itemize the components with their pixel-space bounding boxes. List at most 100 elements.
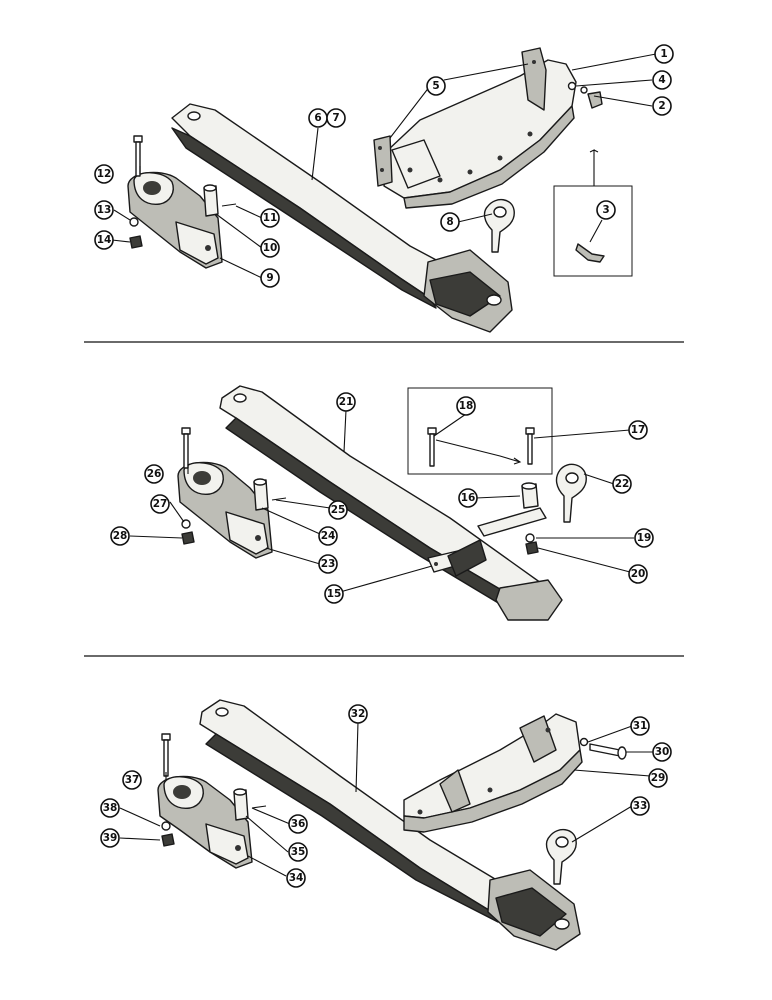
swivel-clamp-34 (157, 775, 253, 869)
svg-text:39: 39 (103, 832, 118, 844)
svg-text:5: 5 (432, 80, 439, 92)
svg-text:30: 30 (655, 746, 670, 758)
callout-34: 34 (286, 868, 306, 888)
support-bracket-1 (373, 47, 577, 209)
callout-4: 4 (652, 70, 672, 90)
callout-6: 6 (308, 108, 328, 128)
callout-11: 11 (260, 208, 280, 228)
section-2 (177, 385, 587, 621)
pin-10 (203, 184, 219, 217)
svg-text:6: 6 (314, 112, 321, 124)
callout-37: 37 (122, 770, 142, 790)
callout-2: 2 (652, 96, 672, 116)
callout-35: 35 (288, 842, 308, 862)
svg-text:26: 26 (147, 468, 162, 480)
bolt-17 (525, 427, 535, 465)
crossbar-plate-2 (427, 507, 547, 577)
svg-text:35: 35 (291, 846, 306, 858)
svg-text:20: 20 (631, 568, 646, 580)
swivel-clamp-23 (177, 461, 273, 559)
nut-20 (525, 541, 539, 555)
svg-text:22: 22 (615, 478, 630, 490)
callout-28: 28 (110, 526, 130, 546)
callout-9: 9 (260, 268, 280, 288)
callout-24: 24 (318, 526, 338, 546)
svg-text:37: 37 (125, 774, 140, 786)
drawbar-3 (199, 699, 581, 951)
callout-39: 39 (100, 828, 120, 848)
callout-16: 16 (458, 488, 478, 508)
svg-text:8: 8 (446, 216, 453, 228)
callout-8: 8 (440, 212, 460, 232)
callout-19: 19 (634, 528, 654, 548)
callout-15: 15 (324, 584, 344, 604)
svg-text:4: 4 (658, 74, 665, 86)
callout-20: 20 (628, 564, 648, 584)
callout-1: 1 (654, 44, 674, 64)
inset-box-part-3 (553, 149, 633, 277)
lockwasher-38 (161, 821, 171, 831)
hitch-pin-8 (483, 199, 515, 253)
svg-text:19: 19 (637, 532, 652, 544)
svg-text:33: 33 (633, 800, 648, 812)
section-1 (127, 47, 633, 333)
callout-14: 14 (94, 230, 114, 250)
callout-12: 12 (94, 164, 114, 184)
callout-33: 33 (630, 796, 650, 816)
callout-22: 22 (612, 474, 632, 494)
svg-text:9: 9 (266, 272, 273, 284)
callout-32: 32 (348, 704, 368, 724)
pin-35 (233, 788, 249, 821)
svg-text:36: 36 (291, 818, 306, 830)
callout-10: 10 (260, 238, 280, 258)
drawbar-2 (219, 385, 563, 621)
nut-14 (129, 235, 143, 249)
nut-39 (161, 833, 175, 847)
pin-24 (253, 478, 269, 511)
bolt-26 (181, 427, 191, 469)
support-bracket-3 (403, 713, 583, 833)
section-3 (157, 699, 627, 951)
callout-26: 26 (144, 464, 164, 484)
hitch-pin-33 (545, 829, 577, 885)
svg-text:11: 11 (263, 212, 278, 224)
callout-23: 23 (318, 554, 338, 574)
svg-text:25: 25 (331, 504, 346, 516)
bolt-washer-set-1 (567, 81, 603, 109)
inset-box-part-18 (407, 387, 553, 475)
svg-text:10: 10 (263, 242, 278, 254)
svg-text:29: 29 (651, 772, 666, 784)
svg-text:27: 27 (153, 498, 168, 510)
pin-16 (521, 482, 539, 509)
svg-text:32: 32 (351, 708, 366, 720)
svg-text:16: 16 (461, 492, 476, 504)
callout-38: 38 (100, 798, 120, 818)
svg-text:18: 18 (459, 400, 474, 412)
svg-text:14: 14 (97, 234, 112, 246)
cotter-pin-11 (221, 203, 237, 207)
cotter-pin-36 (251, 805, 267, 809)
callouts: 1 2 3 4 5 6 7 8 9 10 11 12 13 14 15 16 1… (94, 44, 674, 888)
callout-25: 25 (328, 500, 348, 520)
svg-text:1: 1 (660, 48, 667, 60)
svg-text:15: 15 (327, 588, 342, 600)
callout-31: 31 (630, 716, 650, 736)
callout-13: 13 (94, 200, 114, 220)
drawbar-1 (171, 103, 513, 333)
svg-text:34: 34 (289, 872, 304, 884)
bolt-37 (161, 733, 171, 777)
cotter-pin-25 (271, 497, 287, 501)
callout-36: 36 (288, 814, 308, 834)
swivel-clamp-9 (127, 171, 223, 269)
svg-text:38: 38 (103, 802, 118, 814)
callout-3: 3 (596, 200, 616, 220)
svg-text:13: 13 (97, 204, 112, 216)
svg-text:7: 7 (332, 112, 339, 124)
bolt-washer-set-3 (579, 737, 627, 760)
svg-text:12: 12 (97, 168, 112, 180)
svg-text:28: 28 (113, 530, 128, 542)
lockwasher-19 (525, 533, 535, 543)
lockwasher-13 (129, 217, 139, 227)
callout-30: 30 (652, 742, 672, 762)
svg-text:3: 3 (602, 204, 609, 216)
